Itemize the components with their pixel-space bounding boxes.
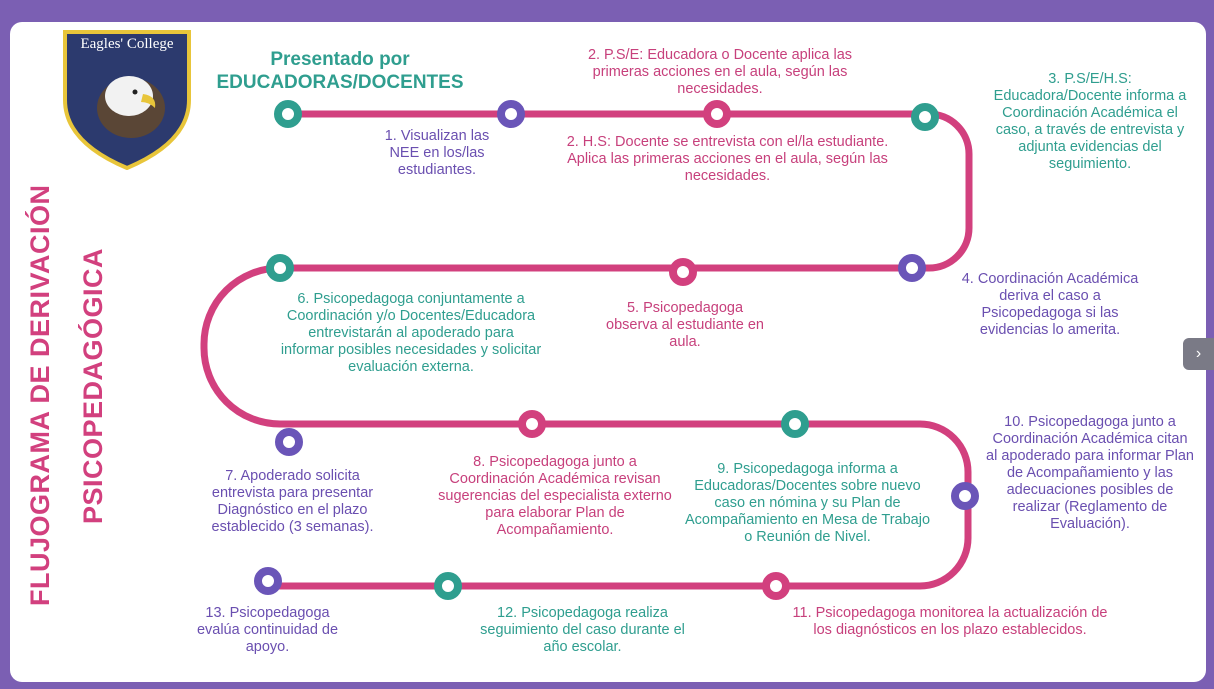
- step-13-text: 13. Psicopedagoga evalúa continuidad de …: [196, 605, 339, 655]
- step-2-ps-text: 2. P.S/E: Educadora o Docente aplica las…: [587, 47, 853, 97]
- step-9-text: 9. Psicopedagoga informa a Educadoras/Do…: [684, 461, 931, 545]
- step-12-text: 12. Psicopedagoga realiza seguimiento de…: [480, 605, 685, 655]
- node-12: [434, 572, 462, 600]
- step-3-text: 3. P.S/E/H.S: Educadora/Docente informa …: [993, 71, 1187, 172]
- node-4: [898, 254, 926, 282]
- vertical-title-line2: PSICOPEDAGÓGICA: [78, 247, 108, 524]
- presenter-label: Presentado por EDUCADORAS/DOCENTES: [205, 48, 475, 94]
- presenter-line1: Presentado por: [270, 49, 410, 70]
- vertical-title-line1: FLUJOGRAMA DE DERIVACIÓN: [25, 184, 55, 606]
- step-7-text: 7. Apoderado solicita entrevista para pr…: [211, 468, 374, 535]
- flowchart-card: [10, 22, 1206, 682]
- eagles-college-logo: [63, 30, 191, 170]
- step-6-text: 6. Psicopedagoga conjuntamente a Coordin…: [280, 291, 542, 375]
- node-10: [951, 482, 979, 510]
- logo-text: Eagles' College: [80, 36, 174, 52]
- step-8-text: 8. Psicopedagoga junto a Coordinación Ac…: [438, 454, 672, 538]
- node-11: [762, 572, 790, 600]
- node-3: [911, 103, 939, 131]
- node-6: [266, 254, 294, 282]
- step-1-text: 1. Visualizan las NEE en los/las estudia…: [384, 128, 490, 178]
- presenter-line2: EDUCADORAS/DOCENTES: [216, 72, 464, 93]
- chevron-right-icon: ›: [1195, 345, 1202, 362]
- node-1-start: [274, 100, 302, 128]
- node-2: [703, 100, 731, 128]
- next-slide-button[interactable]: ›: [1183, 338, 1214, 370]
- node-5: [669, 258, 697, 286]
- step-10-text: 10. Psicopedagoga junto a Coordinación A…: [986, 414, 1194, 532]
- node-7: [275, 428, 303, 456]
- step-4-text: 4. Coordinación Académica deriva el caso…: [961, 271, 1139, 338]
- node-9: [781, 410, 809, 438]
- node-8: [518, 410, 546, 438]
- node-13: [254, 567, 282, 595]
- step-2-hs-text: 2. H.S: Docente se entrevista con el/la …: [566, 134, 889, 184]
- step-5-text: 5. Psicopedagoga observa al estudiante e…: [606, 300, 764, 350]
- node-1: [497, 100, 525, 128]
- step-11-text: 11. Psicopedagoga monitorea la actualiza…: [792, 605, 1108, 638]
